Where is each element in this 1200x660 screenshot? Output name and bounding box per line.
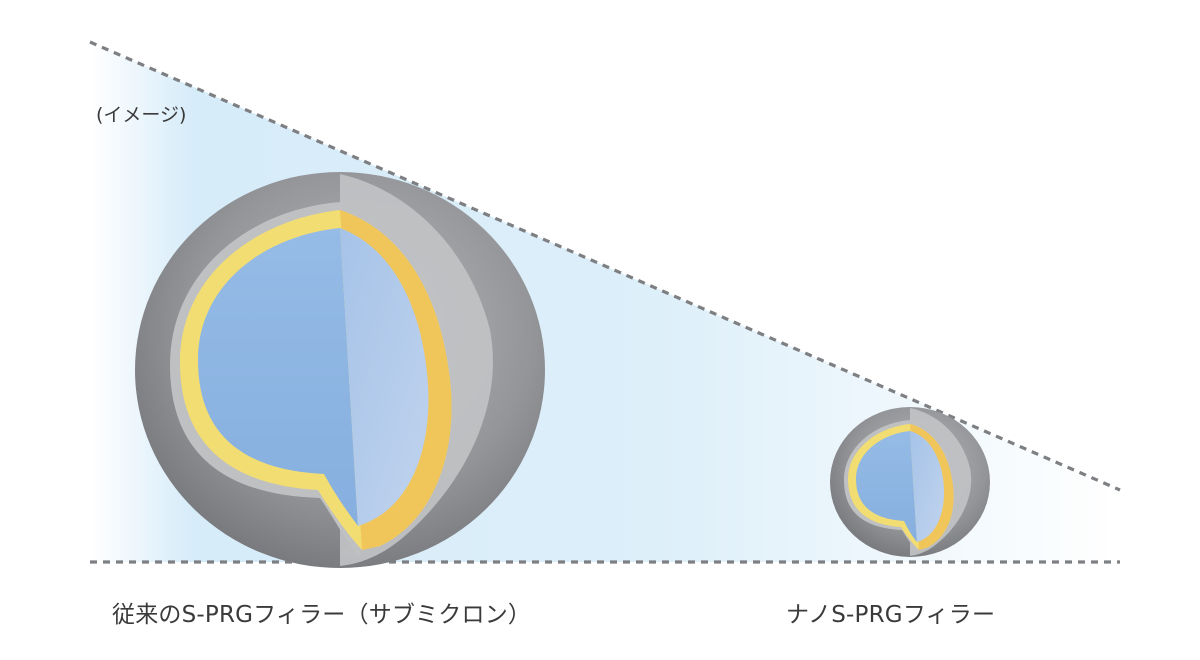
large-particle-icon	[135, 172, 545, 568]
nano-filler-label: ナノS-PRGフィラー	[786, 602, 996, 628]
small-particle-icon	[830, 407, 990, 557]
dashed-slope-line	[89, 40, 1121, 492]
image-note: (イメージ)	[96, 104, 187, 126]
conventional-filler-label: 従来のS-PRGフィラー（サブミクロン）	[112, 602, 532, 628]
